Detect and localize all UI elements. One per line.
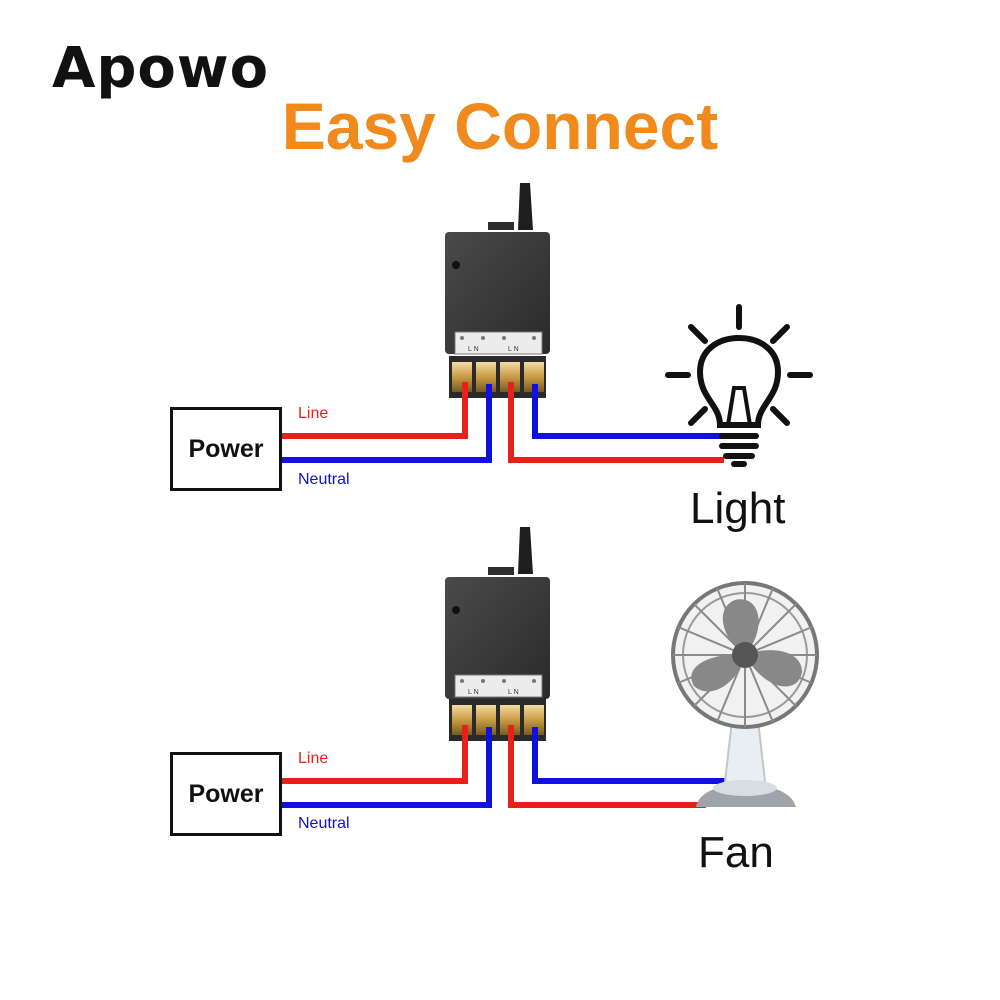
line-wire-in	[281, 382, 468, 439]
line-wire-in	[281, 725, 468, 784]
line-wire-label: Line	[298, 750, 329, 767]
brand-logo: Apowo	[52, 36, 270, 101]
light-bulb-icon	[665, 304, 813, 467]
load-label-light: Light	[690, 484, 786, 533]
line-wire-out	[508, 725, 706, 808]
terminal-label-strip	[454, 674, 543, 698]
status-led	[452, 606, 460, 614]
svg-text:L N: L N	[508, 689, 519, 696]
antenna	[518, 527, 533, 574]
screw-terminals	[452, 705, 544, 735]
load-label-fan: Fan	[698, 828, 774, 877]
svg-text:L N: L N	[468, 689, 479, 696]
line-wire-out	[508, 382, 724, 463]
antenna	[518, 183, 533, 230]
status-led	[452, 261, 460, 269]
neutral-wire-out	[532, 727, 734, 784]
circuit-fan: L N L N	[281, 527, 819, 808]
circuit-light: L N L N	[281, 183, 813, 467]
neutral-wire-label: Neutral	[298, 815, 350, 832]
power-source-box: Power	[170, 752, 282, 836]
neutral-wire-out	[532, 384, 724, 439]
fan-icon	[671, 581, 819, 807]
neutral-wire-label: Neutral	[298, 471, 350, 488]
terminal-label-strip	[454, 331, 543, 355]
power-source-box: Power	[170, 407, 282, 491]
svg-text:L N: L N	[468, 346, 479, 353]
page-title: Easy Connect	[281, 89, 719, 163]
line-wire-label: Line	[298, 405, 329, 422]
svg-text:L N: L N	[508, 346, 519, 353]
relay-module: L N L N	[445, 527, 550, 741]
neutral-wire-in	[281, 727, 492, 808]
neutral-wire-in	[281, 384, 492, 463]
relay-module: L N L N	[445, 183, 550, 398]
